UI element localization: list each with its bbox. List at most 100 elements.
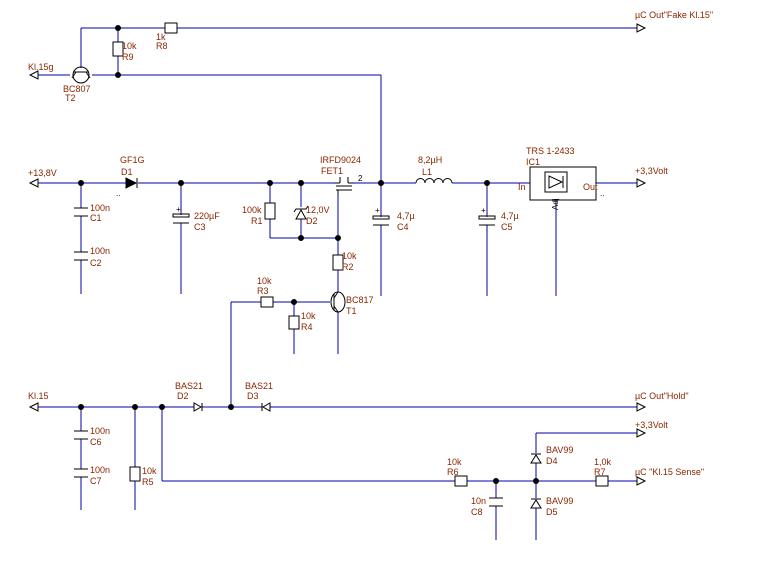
svg-text:12,0V: 12,0V [306,205,330,215]
svg-text:+: + [375,206,380,215]
svg-text:T2: T2 [65,93,76,103]
svg-text:Kl.15g: Kl.15g [28,62,54,72]
svg-text:220µF: 220µF [194,211,220,221]
svg-text:+: + [176,205,181,214]
zener-d2: 12,0V D2 [293,205,330,226]
port-3v3-in: +3,3Volt [635,420,668,438]
svg-text:Adj: Adj [551,198,560,210]
svg-text:BAV99: BAV99 [546,496,573,506]
svg-text:2: 2 [358,174,363,183]
svg-text:µC "Kl.15 Sense": µC "Kl.15 Sense" [635,467,704,477]
svg-text:IRFD9024: IRFD9024 [320,155,361,165]
svg-text:µC Out"Hold": µC Out"Hold" [635,391,689,401]
svg-text:C2: C2 [90,258,102,268]
svg-text:R4: R4 [301,322,313,332]
svg-text:+3,3Volt: +3,3Volt [635,420,668,430]
svg-text:10k: 10k [342,251,357,261]
junctions [78,25,539,484]
diode-d1: GF1G D1 .. [116,155,145,198]
svg-text:10k: 10k [447,457,462,467]
svg-text:T1: T1 [346,306,357,316]
svg-text:R3: R3 [257,286,269,296]
svg-text:+3,3Volt: +3,3Volt [635,166,668,176]
svg-text:4,7µ: 4,7µ [501,211,519,221]
svg-text:Out: Out [583,182,598,192]
svg-text:100n: 100n [90,465,110,475]
svg-text:D2: D2 [177,391,189,401]
resistor-r2: 10k R2 [332,251,357,272]
svg-text:100n: 100n [90,246,110,256]
resistor-r9: 10k R9 [112,41,137,62]
capacitor-c1: 100n C1 [74,203,110,223]
resistor-r1: 100k R1 [242,202,276,226]
svg-text:D2: D2 [306,216,318,226]
svg-text:100n: 100n [90,203,110,213]
svg-text:BAS21: BAS21 [245,381,273,391]
diode-d2-bas21: BAS21 D2 [175,381,203,412]
capacitor-c3: + 220µF C3 [172,205,220,232]
svg-text:100n: 100n [90,426,110,436]
wires [38,27,637,540]
svg-text:D3: D3 [247,391,259,401]
resistor-r8: 1k R8 [156,22,178,51]
svg-text:R6: R6 [447,467,459,477]
svg-text:BAV99: BAV99 [546,445,573,455]
capacitor-c8: 10n C8 [471,496,503,517]
svg-text:..: .. [600,189,604,198]
port-kl15-sense: µC "Kl.15 Sense" [635,467,704,486]
svg-text:C5: C5 [501,222,513,232]
svg-text:10k: 10k [301,311,316,321]
svg-text:R5: R5 [142,477,154,487]
svg-text:C8: C8 [471,507,483,517]
port-13v8: +13,8V [28,168,57,188]
svg-text:BC807: BC807 [63,84,91,94]
svg-text:100k: 100k [242,205,262,215]
transistor-t2: BC807 T2 [63,66,91,103]
svg-text:TRS 1-2433: TRS 1-2433 [526,146,575,156]
svg-text:10k: 10k [142,466,157,476]
resistor-r4: 10k R4 [288,311,316,332]
svg-text:µC Out"Fake Kl.15": µC Out"Fake Kl.15" [635,10,713,20]
diode-d4-bav99: BAV99 D4 [530,445,573,466]
svg-text:4,7µ: 4,7µ [397,211,415,221]
svg-text:8,2µH: 8,2µH [418,155,442,165]
svg-text:C3: C3 [194,222,206,232]
port-3v3-out: +3,3Volt [635,166,668,188]
svg-text:10k: 10k [122,41,137,51]
port-kl15: Kl.15 [28,391,49,412]
svg-text:C6: C6 [90,437,102,447]
capacitor-c4: + 4,7µ C4 [372,206,415,232]
diode-d5-bav99: BAV99 D5 [530,496,573,517]
capacitor-c7: 100n C7 [74,465,110,486]
resistor-r7: 1,0k R7 [594,457,612,487]
svg-text:D4: D4 [546,456,558,466]
svg-text:R1: R1 [251,216,263,226]
diode-d3-bas21: BAS21 D3 [245,381,273,412]
svg-text:C7: C7 [90,476,102,486]
svg-text:C4: C4 [397,222,409,232]
svg-text:GF1G: GF1G [120,155,145,165]
transistor-t1: BC817 T1 [330,291,374,316]
capacitor-c2: 100n C2 [74,246,110,268]
svg-text:In: In [518,182,526,192]
svg-text:FET1: FET1 [321,166,343,176]
mosfet-fet1: IRFD9024 FET1 2 [320,155,363,195]
svg-text:R9: R9 [122,52,134,62]
svg-text:R8: R8 [156,41,168,51]
svg-text:BC817: BC817 [346,295,374,305]
svg-text:D1: D1 [121,167,133,177]
svg-text:R2: R2 [342,262,354,272]
svg-text:R7: R7 [594,467,606,477]
svg-text:1k: 1k [156,32,166,42]
svg-text:C1: C1 [90,213,102,223]
svg-text:BAS21: BAS21 [175,381,203,391]
svg-text:10k: 10k [257,276,272,286]
port-kl15g: Kl.15g [28,62,54,80]
capacitor-c5: + 4,7µ C5 [478,206,519,232]
svg-text:+: + [481,206,486,215]
svg-text:D5: D5 [546,507,558,517]
port-hold: µC Out"Hold" [635,391,689,412]
port-fake-kl15: µC Out"Fake Kl.15" [635,10,713,33]
svg-text:10n: 10n [471,496,486,506]
